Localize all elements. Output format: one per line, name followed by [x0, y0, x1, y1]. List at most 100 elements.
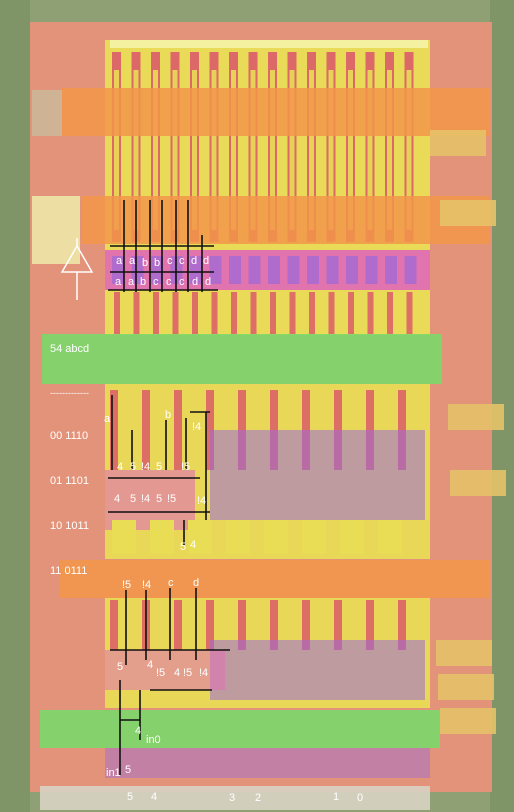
poly-finger [174, 390, 182, 470]
poly-finger [133, 292, 140, 334]
metal-finger [172, 70, 178, 230]
poly-finger [398, 600, 406, 650]
poly-finger [367, 292, 374, 334]
poly-finger [302, 600, 310, 650]
left-pad [32, 196, 80, 264]
via-cell [112, 256, 124, 284]
lower-label: 4 [174, 667, 181, 679]
upper-label: d [203, 255, 210, 267]
poly-finger [387, 292, 393, 334]
left-pad [32, 90, 62, 136]
lower-diffusion [105, 650, 225, 690]
poly-finger [366, 600, 374, 650]
truth-table-row: 10 1011 [50, 520, 89, 532]
pin-label: 3 [229, 792, 236, 804]
poly-finger [270, 292, 276, 334]
poly-finger [153, 292, 159, 334]
upper-label: a [115, 276, 122, 288]
middle-label: !5 [181, 461, 191, 473]
truth-table-row: 01 1101 [50, 475, 89, 487]
metal-cell [112, 520, 136, 554]
right-pad [430, 130, 486, 156]
orange-band [60, 560, 490, 598]
bottom-pad-strip [40, 786, 430, 810]
middle-label: 4 [117, 461, 124, 473]
middle-label: 5 [156, 493, 163, 505]
pin-label: 1 [333, 791, 340, 803]
right-pad [440, 200, 496, 226]
poly-finger [192, 292, 198, 334]
poly-finger [328, 292, 335, 334]
poly-finger [231, 292, 237, 334]
via-cell [190, 256, 202, 284]
left-margin-region [0, 0, 30, 812]
metal-finger [328, 70, 334, 230]
pin-label: 0 [357, 792, 364, 804]
middle-label: !4 [141, 461, 151, 473]
nwell-band [42, 334, 442, 384]
metal-cell [188, 520, 212, 554]
upper-label: d [191, 255, 198, 267]
pin-label: 4 [151, 791, 158, 803]
orange-band [82, 196, 490, 244]
middle-label-b: b [165, 409, 172, 421]
poly-finger [142, 390, 150, 470]
metal-finger [211, 70, 217, 230]
middle-label: 4 [190, 539, 197, 551]
truth-table-row: 00 1110 [50, 430, 89, 442]
middle-via-region [210, 430, 425, 520]
lower-label: !5 [122, 579, 132, 591]
metal-finger [250, 70, 256, 230]
via-cell [209, 256, 222, 284]
bottom-via-row [105, 748, 430, 778]
poly-finger [114, 292, 120, 334]
via-cell [229, 256, 241, 284]
via-cell [326, 256, 339, 284]
poly-finger [206, 600, 214, 650]
upper-label: b [140, 276, 147, 288]
via-cell [385, 256, 397, 284]
poly-finger [309, 292, 315, 334]
upper-label: c [179, 276, 185, 288]
via-cell [287, 256, 300, 284]
metal-cell [264, 520, 288, 554]
upper-label: c [166, 276, 172, 288]
middle-label: 5 [180, 541, 187, 553]
right-pad [438, 674, 494, 700]
lower-label: !4 [199, 667, 209, 679]
metal-finger [309, 70, 314, 230]
upper-label: a [129, 255, 136, 267]
upper-label: d [192, 276, 199, 288]
pin-label: 2 [255, 792, 262, 804]
metal-finger [289, 70, 295, 230]
lower-label: !5 [183, 667, 193, 679]
via-cell [307, 256, 319, 284]
poly-finger [270, 600, 278, 650]
right-pad [436, 640, 492, 666]
upper-label: d [205, 276, 212, 288]
metal-finger [367, 70, 373, 230]
orange-band [62, 88, 490, 136]
via-cell [404, 256, 417, 284]
poly-finger [172, 292, 179, 334]
upper-label: c [179, 255, 185, 267]
poly-finger [406, 292, 413, 334]
metal-finger [192, 70, 197, 230]
lower-label: 4 [147, 659, 154, 671]
upper-label: b [142, 257, 149, 269]
upper-label: c [153, 276, 159, 288]
via-cell [346, 256, 358, 284]
right-pad [440, 708, 496, 734]
lower-label: d [193, 577, 200, 589]
top-rail [110, 40, 428, 48]
lower-label: 5 [125, 764, 132, 776]
metal-finger [114, 70, 119, 230]
truth-table-header: 54 abcd [50, 343, 90, 355]
metal-finger [270, 70, 275, 230]
right-pad [450, 470, 506, 496]
upper-label: a [116, 255, 123, 267]
lower-label-in1: in1 [106, 767, 121, 779]
middle-label: 4 [114, 493, 121, 505]
via-cell [131, 256, 144, 284]
